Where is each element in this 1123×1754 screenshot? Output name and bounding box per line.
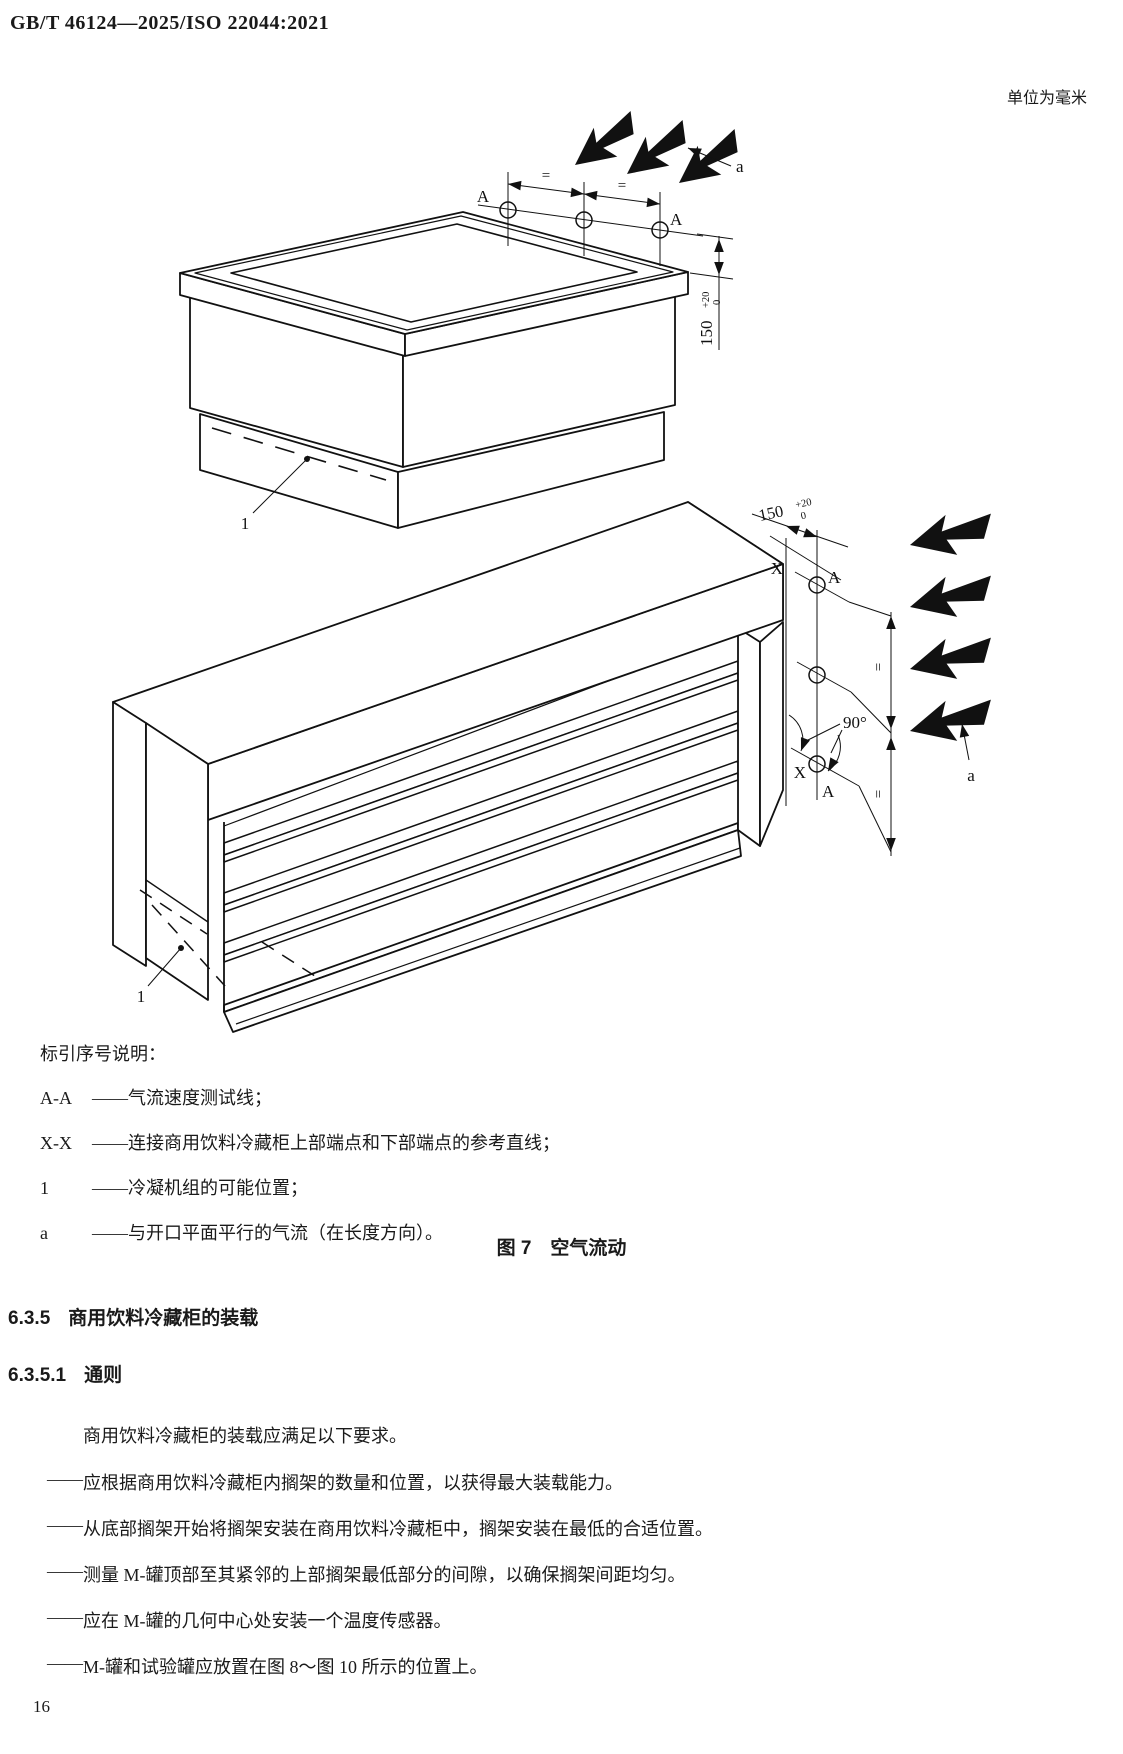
svg-text:+20: +20: [794, 497, 812, 511]
section-title: 商用饮料冷藏柜的装载: [68, 1308, 259, 1329]
dim-150-d1: [689, 233, 734, 350]
legend-key: 1: [40, 1178, 49, 1198]
legend-item: 1 —— 冷凝机组的可能位置；: [40, 1174, 1040, 1202]
svg-text:0: 0: [800, 510, 807, 522]
chest-cooler-callouts: [252, 456, 310, 514]
airflow-arrows-d1: [563, 105, 752, 197]
legend-dash: ——: [92, 1133, 128, 1153]
legend-text: 冷凝机组的可能位置；: [128, 1178, 308, 1198]
intro-paragraph: 商用饮料冷藏柜的装载应满足以下要求。: [83, 1426, 407, 1446]
multideck-callouts: [147, 945, 184, 987]
condensing-unit-dashed-line: [261, 941, 319, 979]
measurement-point-marker: [808, 666, 826, 684]
item-text: M-罐和试验罐应放置在图 8～图 10 所示的位置上。: [83, 1657, 488, 1677]
item-text: 应根据商用饮料冷藏柜内搁架的数量和位置，以获得最大装载能力。: [83, 1473, 623, 1493]
legend-key: A-A: [40, 1088, 72, 1108]
callout-1-label: 1: [241, 514, 250, 533]
dim-150-text-d2: 150 +20 0: [757, 497, 813, 525]
section-title: 通则: [84, 1365, 123, 1386]
angle-90-label: 90°: [843, 713, 867, 732]
section-body: 商用饮料冷藏柜的装载应满足以下要求。 ——应根据商用饮料冷藏柜内搁架的数量和位置…: [47, 1422, 1087, 1699]
legend-dash: ——: [92, 1178, 128, 1198]
section-heading-6351: 6.3.5.1 通则: [8, 1360, 122, 1387]
equal-spacing-mark: =: [542, 168, 550, 184]
legend-text: 连接商用饮料冷藏柜上部端点和下部端点的参考直线；: [128, 1133, 560, 1153]
legend-item: a —— 与开口平面平行的气流（在长度方向）。: [40, 1219, 1040, 1247]
reference-lines-d2: [769, 530, 860, 806]
legend-text: 与开口平面平行的气流（在长度方向）。: [128, 1223, 443, 1243]
page-number: 16: [33, 1697, 50, 1716]
airflow-arrow-icon: [905, 507, 997, 563]
measurement-point-marker: [808, 576, 826, 594]
svg-text:150: 150: [697, 321, 716, 347]
condensing-unit-dashed-line: [211, 427, 387, 481]
chest-cooler-drawing: [179, 211, 689, 529]
equal-spacing-mark: =: [618, 178, 626, 194]
legend-dash: ——: [92, 1088, 128, 1108]
legend-key: X-X: [40, 1133, 72, 1153]
condensing-unit-dashed-line: [151, 904, 226, 987]
item-dash: ——: [47, 1653, 83, 1673]
legend-item: X-X —— 连接商用饮料冷藏柜上部端点和下部端点的参考直线；: [40, 1129, 1040, 1157]
airflow-label-a: a: [967, 766, 975, 785]
svg-text:+20: +20: [701, 292, 712, 308]
requirement-item: ——应根据商用饮料冷藏柜内搁架的数量和位置，以获得最大装载能力。: [47, 1469, 1087, 1495]
equal-dim-d2: [848, 601, 892, 856]
svg-text:150: 150: [757, 501, 785, 525]
measurement-point-marker: [808, 755, 826, 773]
item-dash: ——: [47, 1561, 83, 1581]
measurement-point-marker: [575, 211, 593, 229]
equal-spacing-mark: =: [869, 790, 885, 798]
legend-key: a: [40, 1223, 48, 1243]
requirement-item: ——测量 M-罐顶部至其紧邻的上部搁架最低部分的间隙，以确保搁架间距均匀。: [47, 1561, 1087, 1587]
shelves: [223, 660, 739, 963]
airflow-arrows-d2: [905, 507, 997, 749]
equal-spacing-mark: =: [869, 663, 885, 671]
legend-title: 标引序号说明：: [40, 1044, 166, 1064]
measurement-point-marker: [651, 221, 669, 239]
requirement-item: ——M-罐和试验罐应放置在图 8～图 10 所示的位置上。: [47, 1653, 1087, 1679]
multideck-cooler-drawing: [112, 501, 784, 1033]
legend-dash: ——: [92, 1223, 128, 1243]
unit-note: 单位为毫米: [1006, 90, 1087, 107]
airflow-arrow-icon: [905, 631, 997, 687]
legend-text: 气流速度测试线；: [128, 1088, 272, 1108]
item-dash: ——: [47, 1607, 83, 1627]
section-label-A: A: [670, 210, 683, 229]
section-label-A: A: [477, 187, 490, 206]
reference-label-X: X: [771, 559, 783, 578]
item-dash: ——: [47, 1515, 83, 1535]
legend-item: A-A —— 气流速度测试线；: [40, 1084, 1040, 1112]
measurement-point-marker: [499, 201, 517, 219]
svg-text:0: 0: [712, 300, 723, 305]
airflow-arrow-icon: [905, 569, 997, 625]
dim-150-d2: [751, 513, 849, 548]
figure-legend: 标引序号说明： A-A —— 气流速度测试线； X-X —— 连接商用饮料冷藏柜…: [40, 1040, 1040, 1264]
figure-7-diagram: 1 = = A A a: [112, 105, 997, 1033]
requirement-item: ——应在 M-罐的几何中心处安装一个温度传感器。: [47, 1607, 1087, 1633]
item-text: 应在 M-罐的几何中心处安装一个温度传感器。: [83, 1611, 452, 1631]
section-number: 6.3.5: [8, 1308, 51, 1329]
dim-150-text-d1: 150 +20 0: [697, 292, 723, 346]
reference-label-X: X: [794, 763, 806, 782]
airflow-arrow-icon: [905, 693, 997, 749]
section-number: 6.3.5.1: [8, 1365, 67, 1386]
airflow-label-a: a: [736, 157, 744, 176]
item-text: 测量 M-罐顶部至其紧邻的上部搁架最低部分的间隙，以确保搁架间距均匀。: [83, 1565, 686, 1585]
requirement-item: ——从底部搁架开始将搁架安装在商用饮料冷藏柜中，搁架安装在最低的合适位置。: [47, 1515, 1087, 1541]
standard-number: GB/T 46124—2025/ISO 22044:2021: [10, 12, 330, 34]
section-heading-635: 6.3.5 商用饮料冷藏柜的装载: [8, 1303, 258, 1330]
figure-caption: 图 7 空气流动: [496, 1238, 627, 1259]
condensing-unit-dashed-line: [139, 889, 208, 935]
item-dash: ——: [47, 1469, 83, 1489]
callout-1-label: 1: [137, 987, 146, 1006]
section-label-A: A: [822, 782, 835, 801]
section-label-A: A: [828, 568, 841, 587]
item-text: 从底部搁架开始将搁架安装在商用饮料冷藏柜中，搁架安装在最低的合适位置。: [83, 1519, 713, 1539]
